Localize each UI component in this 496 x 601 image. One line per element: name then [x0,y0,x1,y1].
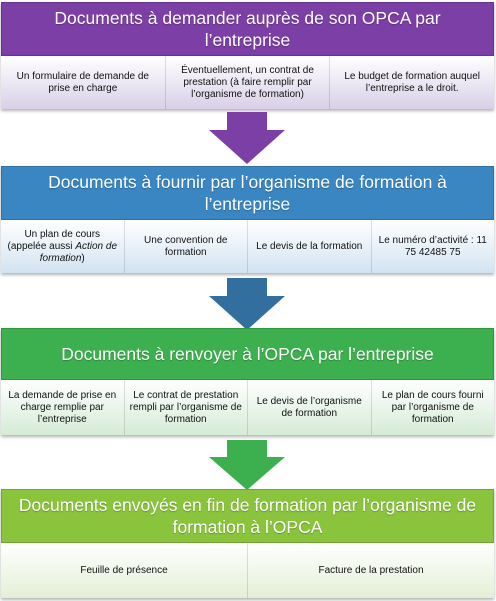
section-fin-formation-header: Documents envoyés en fin de formation pa… [1,489,494,543]
item-budget-formation: Le budget de formation auquel l’entrepri… [330,56,495,109]
item-plan-de-cours-close: ) [81,252,85,264]
item-formulaire-demande: Un formulaire de demande de prise en cha… [1,56,166,109]
item-demande-prise-en-charge: La demande de prise en charge remplie pa… [1,380,125,435]
section-opca-request-title: Documents à demander auprès de son OPCA … [54,8,441,50]
section-organisme-provide-items: Un plan de cours (appelée aussi Action d… [1,220,494,273]
item-feuille-presence: Feuille de présence [1,543,248,598]
section-renvoyer-opca-title: Documents à renvoyer à l’OPCA par l’entr… [61,344,434,364]
arrow-down-1 [209,112,285,164]
section-renvoyer-opca-header: Documents à renvoyer à l’OPCA par l’entr… [1,328,494,380]
section-fin-formation-items: Feuille de présence Facture de la presta… [1,543,494,598]
section-opca-request-items: Un formulaire de demande de prise en cha… [1,56,495,109]
item-devis-formation: Le devis de la formation [248,220,372,273]
section-renvoyer-opca: Documents à renvoyer à l’OPCA par l’entr… [1,328,494,435]
arrow-down-3-shape [209,440,285,490]
item-convention-formation: Une convention de formation [124,220,248,273]
section-fin-formation-title: Documents envoyés en fin de formation pa… [18,495,477,537]
arrow-down-2 [209,278,285,330]
item-plan-de-cours-italic: Action de formation [39,240,118,264]
arrow-down-1-shape [209,112,285,164]
item-plan-de-cours-fourni: Le plan de cours fourni par l’organisme … [371,380,494,435]
section-opca-request: Documents à demander auprès de son OPCA … [1,2,495,109]
item-numero-activite: Le numéro d’activité : 11 75 42485 75 [371,220,494,273]
item-devis-organisme: Le devis de l’organisme de formation [248,380,372,435]
item-plan-de-cours: Un plan de cours (appelée aussi Action d… [1,220,125,273]
section-renvoyer-opca-items: La demande de prise en charge remplie pa… [1,380,494,435]
section-opca-request-header: Documents à demander auprès de son OPCA … [1,2,494,56]
section-organisme-provide-header: Documents à fournir par l’organisme de f… [1,166,494,220]
item-plan-de-cours-text: Un plan de cours (appelée aussi [7,228,101,252]
item-contrat-rempli: Le contrat de prestation rempli par l’or… [124,380,248,435]
section-organisme-provide: Documents à fournir par l’organisme de f… [1,166,494,273]
arrow-down-3 [209,440,285,490]
section-fin-formation: Documents envoyés en fin de formation pa… [1,489,494,598]
arrow-down-2-shape [209,278,285,330]
section-organisme-provide-title: Documents à fournir par l’organisme de f… [48,172,447,214]
item-contrat-prestation: Éventuellement, un contrat de prestation… [165,56,331,109]
item-facture-prestation: Facture de la prestation [248,543,494,598]
